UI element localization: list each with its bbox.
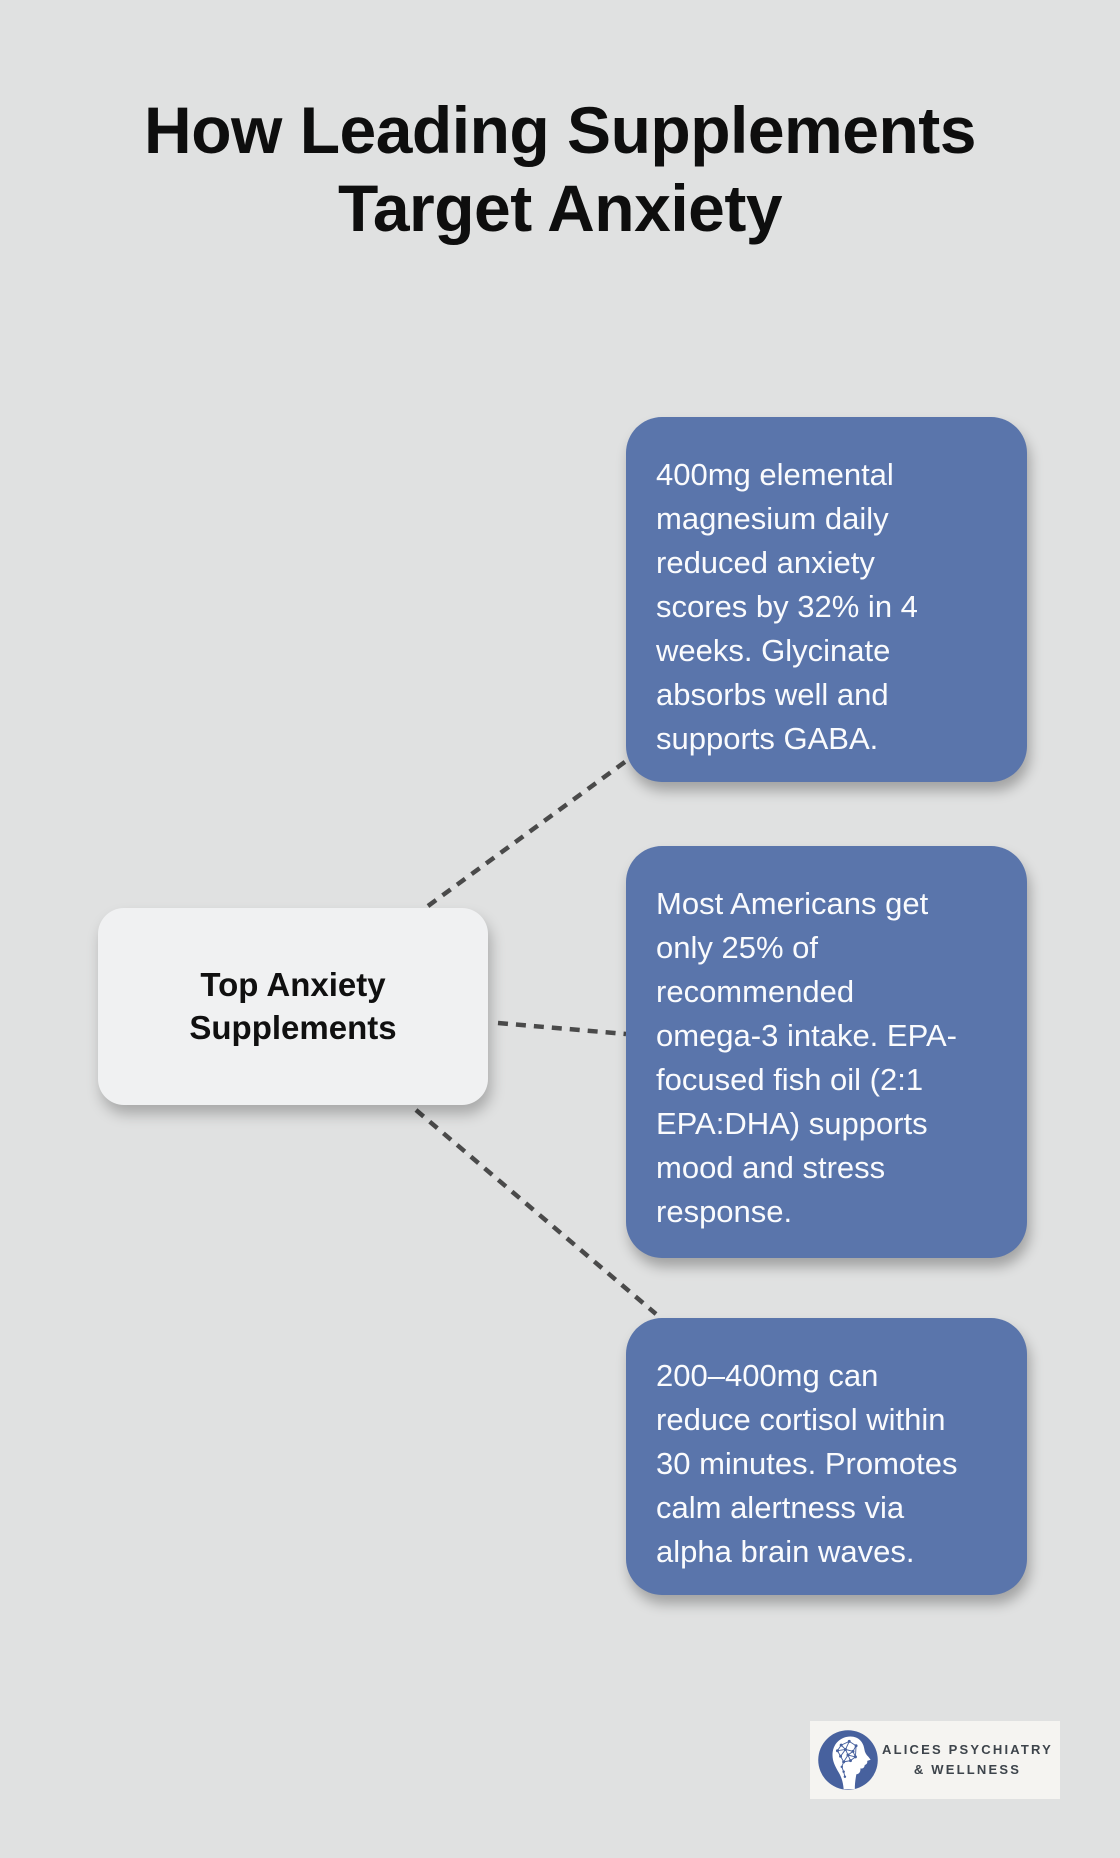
logo-name-line1: ALICES PSYCHIATRY	[881, 1741, 1054, 1757]
connector-line-bottom	[414, 1108, 658, 1316]
branch-card-text: 400mg elemental magnesium daily reduced …	[656, 457, 918, 756]
connector-line-middle	[497, 1020, 627, 1037]
logo-name-line2: & WELLNESS	[913, 1762, 1022, 1777]
brand-logo: ALICES PSYCHIATRY & WELLNESS	[810, 1721, 1060, 1799]
logo-wordmark: ALICES PSYCHIATRY & WELLNESS	[879, 1740, 1060, 1780]
branch-card-text: 200–400mg can reduce cortisol within 30 …	[656, 1358, 958, 1569]
branch-card-magnesium: 400mg elemental magnesium daily reduced …	[626, 417, 1027, 782]
connector-line-top	[426, 754, 635, 908]
branch-card-text: Most Americans get only 25% of recommend…	[656, 886, 957, 1229]
branch-card-omega3: Most Americans get only 25% of recommend…	[626, 846, 1027, 1258]
page-title: How Leading Supplements Target Anxiety	[144, 93, 976, 245]
brain-head-icon	[818, 1730, 878, 1790]
branch-card-theanine: 200–400mg can reduce cortisol within 30 …	[626, 1318, 1027, 1595]
central-node: Top Anxiety Supplements	[98, 908, 488, 1105]
central-node-label: Top Anxiety Supplements	[189, 966, 397, 1046]
